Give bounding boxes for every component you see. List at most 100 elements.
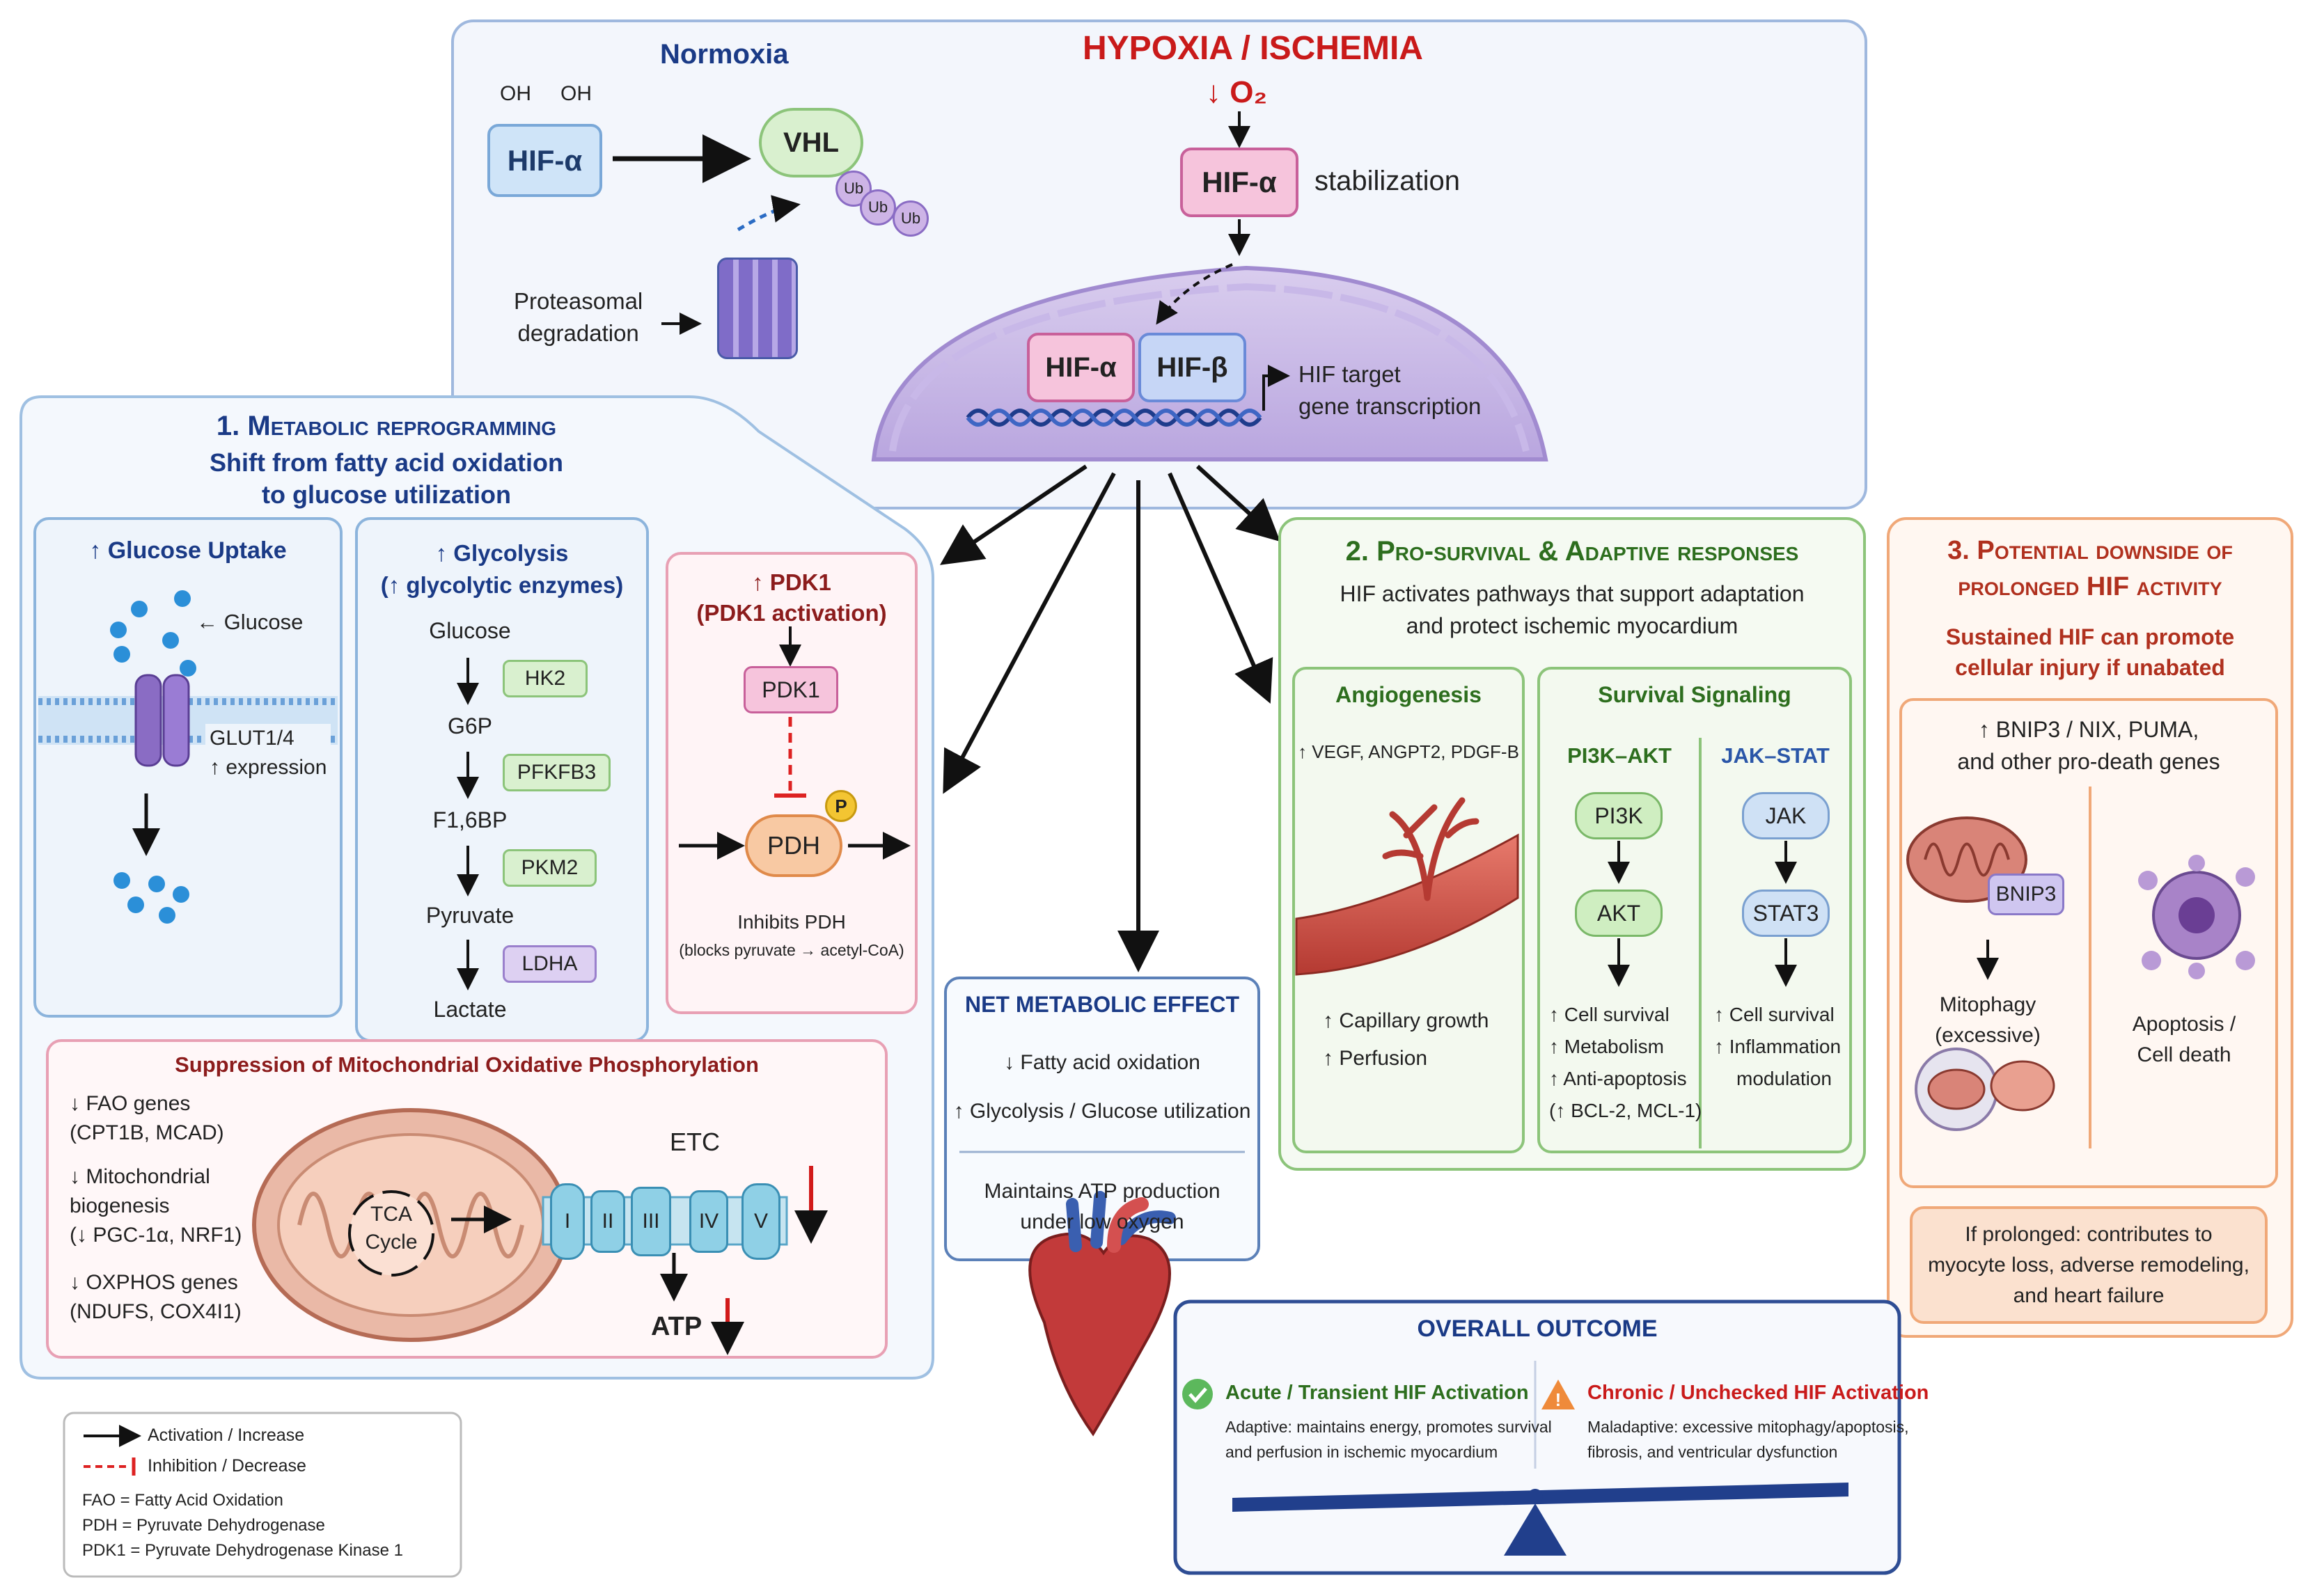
stat3-node: STAT3 [1742, 890, 1830, 937]
complex-i: I [550, 1183, 585, 1260]
vhl-complex: VHL [759, 108, 863, 177]
balance-fulcrum [1504, 1503, 1567, 1556]
prolonged-box [1910, 1206, 2268, 1324]
arrow-to-survival [1195, 464, 1280, 542]
check-icon [1182, 1379, 1213, 1409]
nuclear-hif-beta: HIF-β [1138, 333, 1246, 402]
pkm2-enzyme: PKM2 [503, 849, 597, 887]
degradation-dashed-arrow [737, 195, 801, 232]
legend-inhibition-label: Inhibition / Decrease [148, 1456, 306, 1476]
glut-label: GLUT1/4↑ expression [205, 724, 331, 782]
angiogenesis-genes: ↑ VEGF, ANGPT2, PDGF-B [1298, 741, 1519, 762]
apoptosis-label: Apoptosis /Cell death [2132, 1013, 2236, 1066]
glucose-uptake-title: ↑ Glucose Uptake [89, 537, 287, 564]
glucose-label: ← Glucose [196, 610, 304, 634]
oh-label-1: OH [500, 82, 531, 105]
jak-node: JAK [1742, 792, 1830, 839]
acute-title: Acute / Transient HIF Activation [1225, 1382, 1529, 1404]
inhibits-pdh-label: Inhibits PDH(blocks pyruvate → acetyl-Co… [679, 911, 904, 959]
signaling-arrows [1608, 841, 1797, 987]
bnip3-node: BNIP3 [1988, 874, 2064, 915]
pdk1-node: PDK1 [744, 666, 838, 713]
normoxia-label: Normoxia [660, 39, 789, 70]
arrow-to-pdh [943, 472, 1116, 794]
ubiquitin-3: Ub [893, 200, 929, 237]
complex-iii: III [631, 1187, 671, 1256]
survival-subtitle: HIF activates pathways that support adap… [1340, 581, 1805, 638]
svg-text:!: ! [1555, 1389, 1562, 1410]
oxphos-title: Suppression of Mitochondrial Oxidative P… [175, 1052, 759, 1077]
pi3k-node: PI3K [1575, 792, 1663, 839]
glucose-molecules [110, 590, 196, 924]
glucose-uptake-box [33, 517, 343, 1018]
f16bp-metabolite: F1,6BP [432, 807, 508, 832]
arrow-to-survival-lower [1168, 472, 1273, 704]
pyruvate-metabolite: Pyruvate [425, 903, 515, 928]
phosphate-badge: P [825, 790, 857, 822]
angiogenesis-title: Angiogenesis [1335, 682, 1482, 707]
acute-description: Adaptive: maintains energy, promotes sur… [1225, 1418, 1552, 1461]
complex-ii: II [590, 1190, 625, 1253]
fao-genes-label: ↓ FAO genes(CPT1B, MCAD) [70, 1092, 224, 1144]
legend-activation-label: Activation / Increase [148, 1425, 305, 1445]
warning-icon [1541, 1380, 1575, 1409]
nuclear-hif-alpha: HIF-α [1027, 333, 1135, 402]
stabilization-label: stabilization [1314, 166, 1461, 196]
g6p-metabolite: G6P [447, 713, 493, 738]
ubiquitin-2: Ub [860, 189, 896, 226]
arrow-to-pdk [940, 464, 1088, 565]
pi3k-effects: ↑ Cell survival↑ Metabolism↑ Anti-apopto… [1549, 1004, 1702, 1121]
heart-illustration [1028, 1191, 1176, 1437]
net-fao-line: ↓ Fatty acid oxidation [1004, 1051, 1200, 1074]
autophagosome [1915, 1048, 2055, 1131]
mitophagy-label: Mitophagy(excessive) [1935, 993, 2041, 1047]
net-effect-title: NET METABOLIC EFFECT [964, 992, 1240, 1017]
hk2-enzyme: HK2 [503, 660, 588, 697]
oxphos-genes-label: ↓ OXPHOS genes(NDUFS, COX4I1) [70, 1271, 242, 1323]
legend-box [63, 1412, 462, 1578]
chronic-title: Chronic / Unchecked HIF Activation [1587, 1382, 1929, 1404]
signaling-title: Survival Signaling [1598, 682, 1791, 707]
pi3k-akt-title: PI3K–AKT [1567, 743, 1672, 768]
pfkfb3-enzyme: PFKFB3 [503, 754, 611, 791]
pdk-title: ↑ PDK1(PDK1 activation) [696, 569, 887, 626]
ldha-enzyme: LDHA [503, 945, 597, 983]
survival-title: 2. Pro-survival & Adaptive responses [1345, 536, 1799, 567]
pdh-node: PDH [745, 814, 842, 877]
hif-alpha-normoxia: HIF-α [487, 124, 602, 197]
etc-label: ETC [670, 1128, 720, 1156]
oh-label-2: OH [560, 82, 592, 105]
nuclear-pores [889, 283, 1530, 452]
glucose-metabolite: Glucose [429, 618, 511, 643]
arrow-transcription [1262, 365, 1290, 411]
hypoxia-title: HYPOXIA / ISCHEMIA [1083, 30, 1423, 67]
pro-death-genes: ↑ BNIP3 / NIX, PUMA,and other pro-death … [1957, 717, 2220, 774]
hif-alpha-stabilized: HIF-α [1180, 148, 1298, 217]
net-glycolysis-line: ↑ Glycolysis / Glucose utilization [953, 1100, 1251, 1123]
signaling-box [1537, 667, 1852, 1153]
angiogenesis-effects: ↑ Capillary growth↑ Perfusion [1323, 1009, 1489, 1070]
outcome-title: OVERALL OUTCOME [1417, 1315, 1658, 1342]
glut-transporter [134, 674, 190, 767]
proteasome-icon [717, 258, 798, 359]
glycolysis-title: ↑ Glycolysis(↑ glycolytic enzymes) [380, 540, 624, 598]
akt-node: AKT [1575, 890, 1663, 937]
jak-stat-title: JAK–STAT [1721, 743, 1830, 768]
atp-label: ATP [651, 1312, 702, 1341]
apoptotic-cell [2138, 855, 2255, 979]
dna-strand-2 [966, 409, 1262, 427]
blood-vessel [1295, 797, 1519, 976]
complex-iv: IV [689, 1190, 728, 1253]
o2-decrease: ↓ O₂ [1206, 75, 1267, 109]
